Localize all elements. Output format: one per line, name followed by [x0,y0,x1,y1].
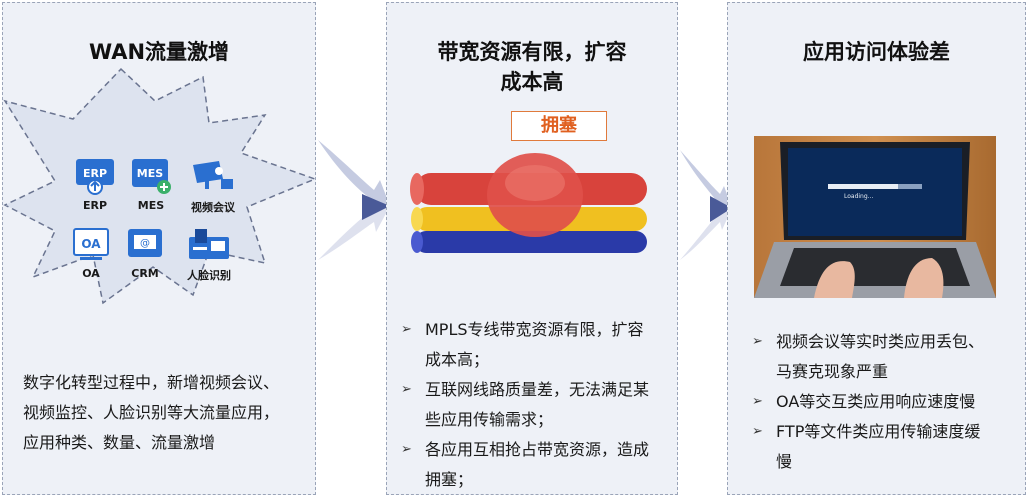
bullet-line: 互联网线路质量差，无法满足某 [425,380,650,399]
title-line: 带宽资源有限，扩容 [437,40,627,64]
app-label: ERP [82,199,108,212]
panel-description: 数字化转型过程中，新增视频会议、 视频监控、人脸识别等大流量应用， 应用种类、数… [23,368,279,458]
app-crm: @ CRM [115,227,175,280]
panel-title: 带宽资源有限，扩容 成本高 [387,37,677,97]
mes-icon: MES [132,159,171,194]
erp-icon: ERP [76,159,114,195]
app-mes: MES MES [121,157,181,212]
bullet-line: 慢 [776,452,793,471]
svg-text:MES: MES [137,167,163,180]
app-label: OA [82,267,100,280]
list-item: ➢ MPLS专线带宽资源有限，扩容 成本高； [401,315,671,375]
arrow-bullet-icon: ➢ [752,394,763,409]
arrow-right-icon [680,150,732,260]
panel-title: WAN流量激增 [88,40,230,64]
laptop-photo: Loading... [754,136,996,298]
arrow-bullet-icon: ➢ [401,442,412,457]
app-label: CRM [131,267,159,280]
bullet-line: 各应用互相抢占带宽资源，造成 [425,440,650,459]
arrow-bullet-icon: ➢ [401,322,412,337]
bullet-line: OA等交互类应用响应速度慢 [776,392,976,411]
list-item: ➢ OA等交互类应用响应速度慢 [752,387,1018,417]
bullet-line: 马赛克现象严重 [776,362,889,381]
app-label: MES [137,199,165,212]
face-recognition-icon [189,229,229,259]
panel-app-experience: 应用访问体验差 Loading... ➢ 视频会议等实时类应用丢包、 马赛克现象… [727,2,1026,495]
congested-pipes-illustration [410,153,647,253]
panel-title: 应用访问体验差 [803,40,950,64]
panel-wan-traffic: WAN流量激增 ERP ERP MES MES 视频会议 [2,2,317,495]
arrow-bullet-icon: ➢ [401,382,412,397]
bullet-line: 拥塞； [425,470,474,489]
app-face-recognition: 人脸识别 [179,227,239,283]
congestion-label: 拥塞 [511,111,607,141]
svg-text:ERP: ERP [83,167,107,180]
bullet-line: 视频会议等实时类应用丢包、 [776,332,985,351]
arrow-bullet-icon: ➢ [752,334,763,349]
bullet-line: FTP等文件类应用传输速度缓 [776,422,981,441]
svg-text:@: @ [140,238,150,249]
arrow-right-icon [318,140,390,260]
bullet-list: ➢ 视频会议等实时类应用丢包、 马赛克现象严重 ➢ OA等交互类应用响应速度慢 … [752,327,1018,477]
title-line: 成本高 [500,70,564,94]
list-item: ➢ 视频会议等实时类应用丢包、 马赛克现象严重 [752,327,1018,387]
app-label: 视频会议 [191,201,235,214]
oa-icon: OA [73,228,109,260]
bullet-line: MPLS专线带宽资源有限，扩容 [425,320,644,339]
loading-text: Loading... [844,193,873,200]
bullet-line: 成本高； [425,350,490,369]
description-line: 应用种类、数量、流量激增 [23,433,216,452]
bullet-list: ➢ MPLS专线带宽资源有限，扩容 成本高； ➢ 互联网线路质量差，无法满足某 … [401,315,671,495]
list-item: ➢ FTP等文件类应用传输速度缓 慢 [752,417,1018,477]
app-label: 人脸识别 [187,269,231,282]
app-video-conference: 视频会议 [183,157,243,215]
app-oa: OA OA [61,227,121,280]
app-erp: ERP ERP [65,157,125,212]
description-line: 视频监控、人脸识别等大流量应用， [23,403,280,422]
description-line: 数字化转型过程中，新增视频会议、 [23,373,280,392]
svg-text:OA: OA [81,237,101,251]
list-item: ➢ 各应用互相抢占带宽资源，造成 拥塞； [401,435,671,495]
arrow-bullet-icon: ➢ [752,424,763,439]
crm-icon: @ [128,229,162,257]
list-item: ➢ 互联网线路质量差，无法满足某 些应用传输需求； [401,375,671,435]
panel-bandwidth: 带宽资源有限，扩容 成本高 ➢ MPLS专线带宽资源有限，扩容 成本高； ➢ 互… [386,2,678,495]
bullet-line: 些应用传输需求； [425,410,554,429]
video-camera-icon [193,161,233,189]
